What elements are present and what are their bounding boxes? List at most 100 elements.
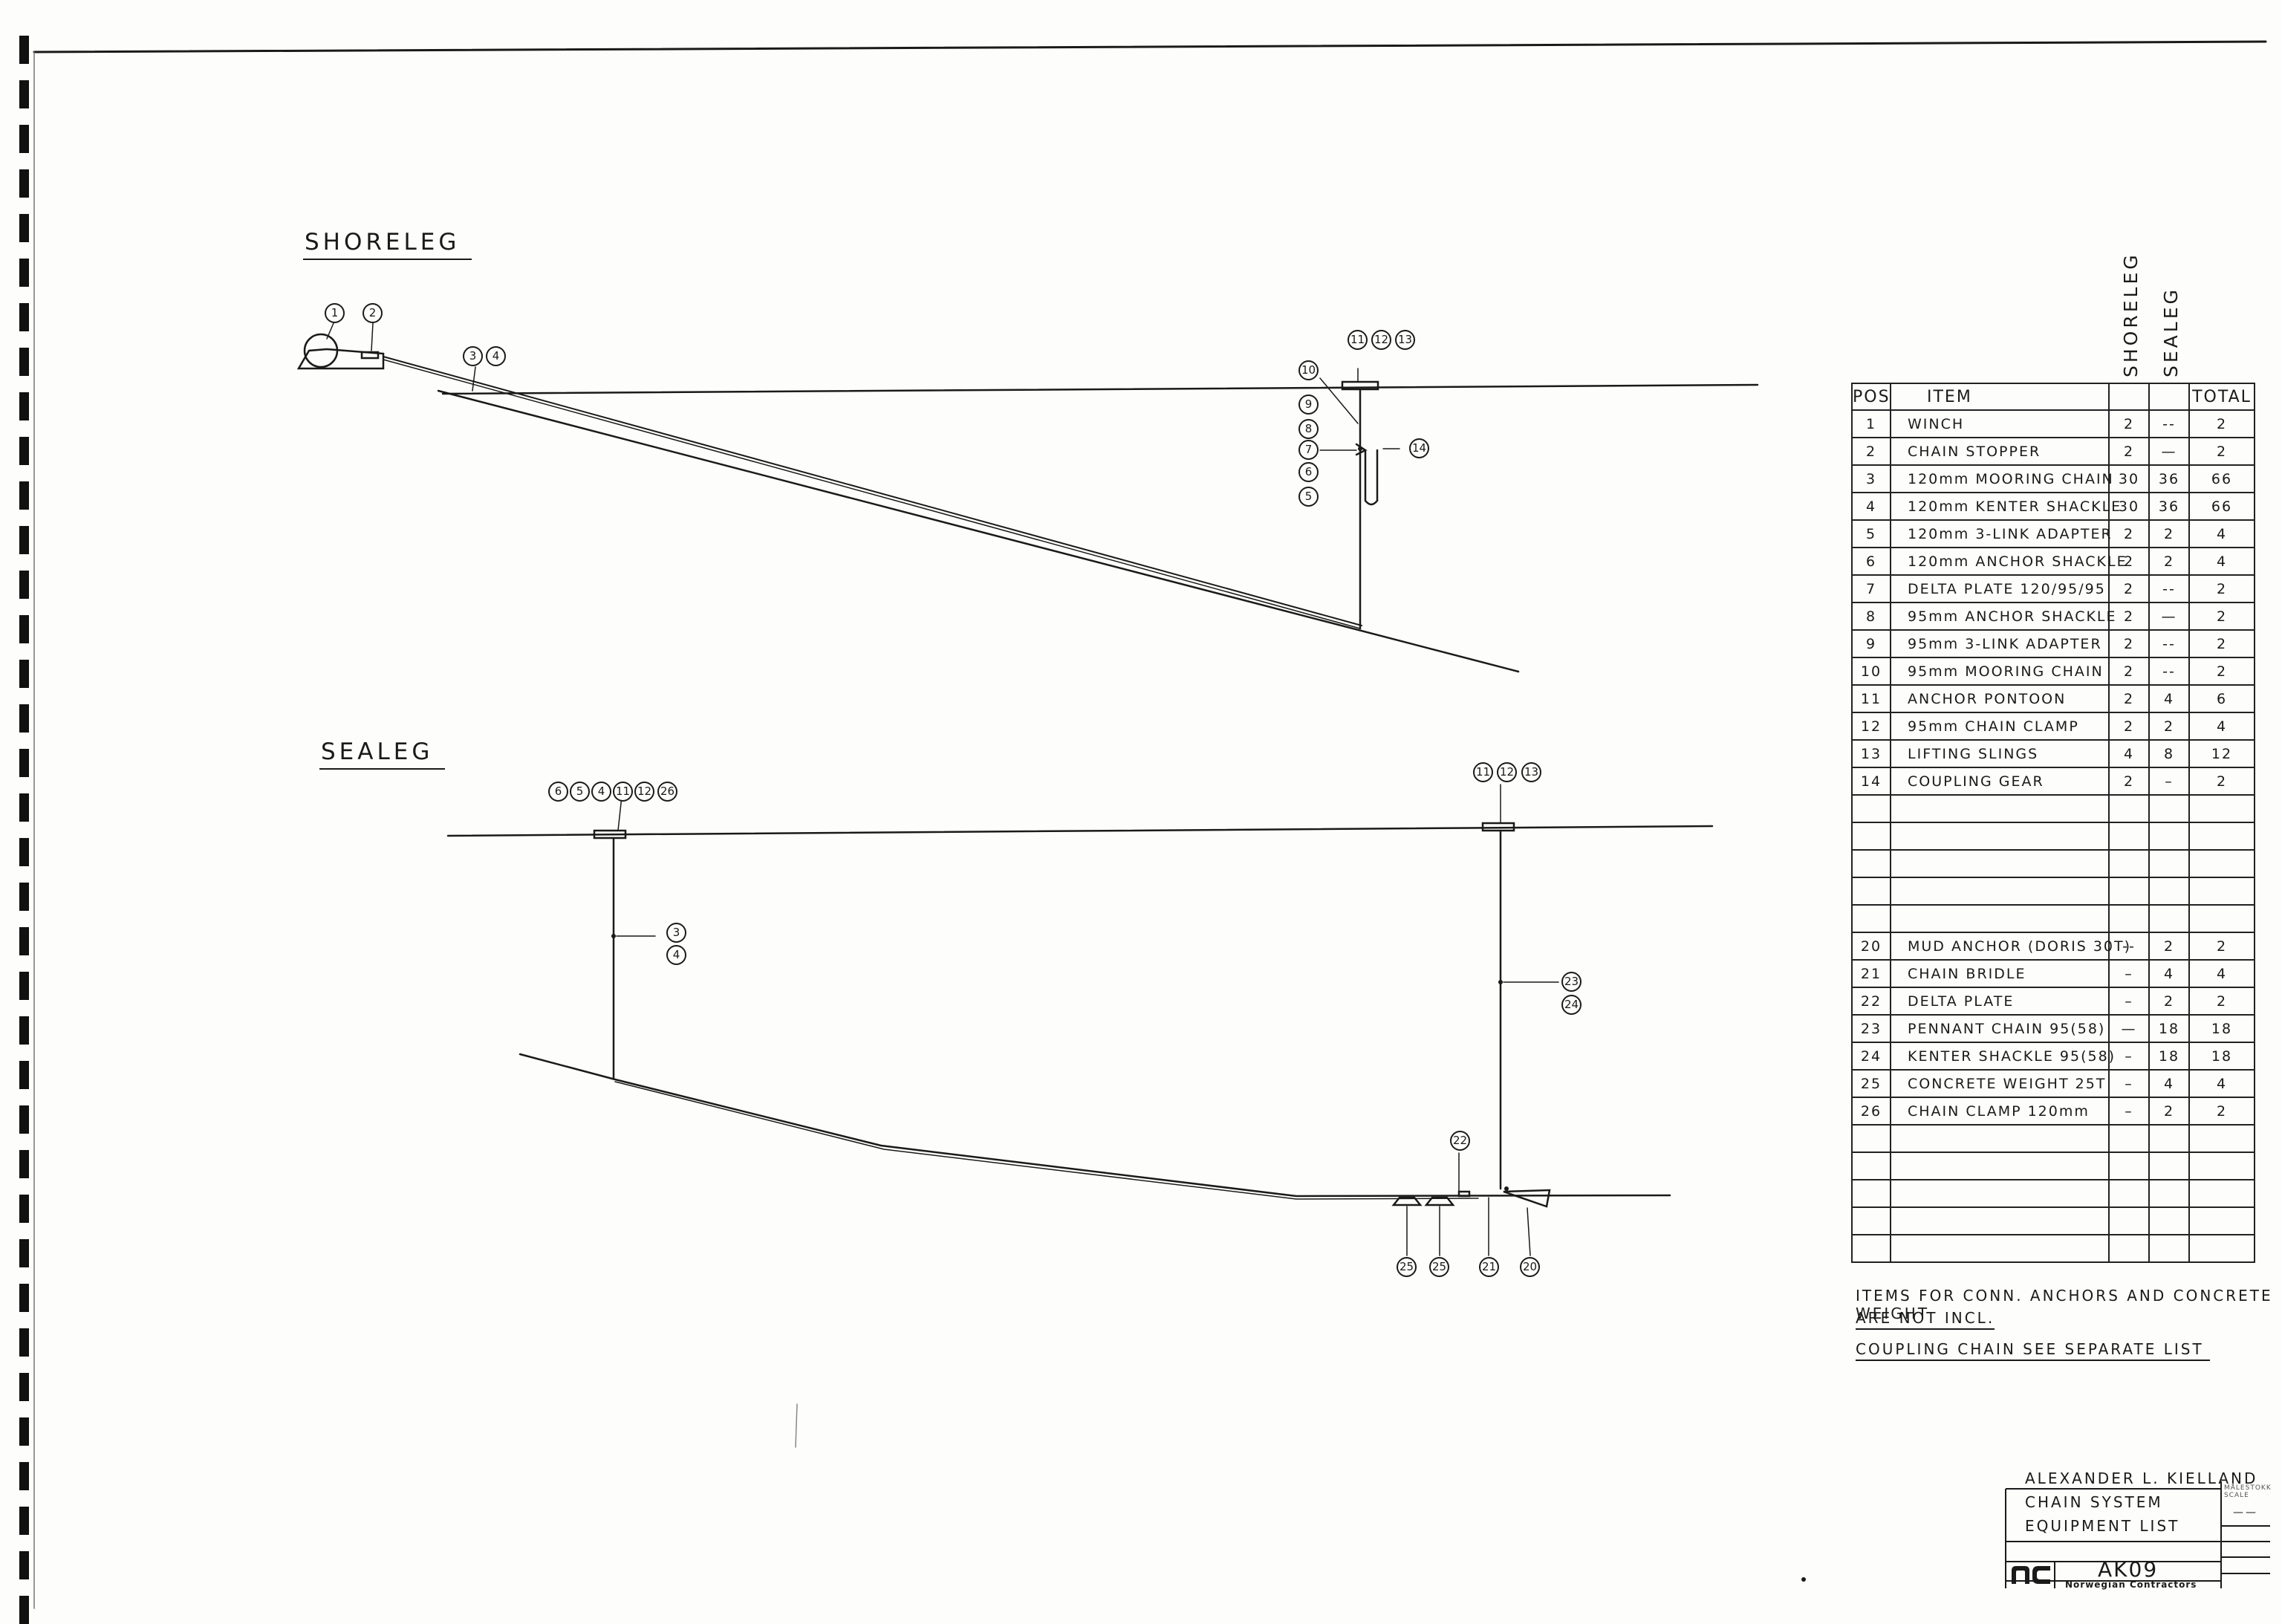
sea-concrete-weight-1 — [1391, 1196, 1423, 1206]
callout-bubble: 10 — [1298, 360, 1319, 380]
callout-bubble: 2 — [363, 303, 383, 323]
callout-bubble: 20 — [1520, 1257, 1540, 1277]
cell-total: 66 — [2188, 464, 2255, 493]
binding-hole — [19, 169, 29, 198]
column-header-sealeg: SEALEG — [2160, 287, 2182, 377]
callout-bubble: 5 — [1298, 487, 1319, 507]
cell-sealeg: 2 — [2148, 987, 2190, 1016]
binding-hole — [19, 481, 29, 510]
cell-pos: 1 — [1851, 409, 1891, 438]
cell-sealeg: -- — [2148, 657, 2190, 686]
cell-pos: 10 — [1851, 657, 1891, 686]
cell-total — [2188, 1206, 2255, 1235]
binding-hole — [19, 704, 29, 733]
cell-sealeg — [2148, 849, 2190, 878]
cell-sealeg: 8 — [2148, 739, 2190, 768]
cell-shoreleg: 2 — [2108, 629, 2150, 658]
note-exclusions: ITEMS FOR CONN. ANCHORS AND CONCRETE WEI… — [1856, 1287, 2273, 1322]
cell-pos: 12 — [1851, 712, 1891, 741]
cell-total: 2 — [2188, 602, 2255, 631]
binding-hole — [19, 526, 29, 554]
cell-sealeg: -- — [2148, 629, 2190, 658]
cell-sealeg: — — [2148, 602, 2190, 631]
cell-total: 2 — [2188, 987, 2255, 1016]
cell-item: 95mm ANCHOR SHACKLE — [1890, 602, 2116, 631]
cell-sealeg — [2148, 877, 2190, 906]
binding-hole — [19, 660, 29, 688]
binding-hole — [19, 749, 29, 777]
cell-total: 4 — [2188, 547, 2255, 576]
binding-hole — [19, 883, 29, 911]
cell-item: MUD ANCHOR (DORIS 30T) — [1890, 932, 2130, 961]
cell-shoreleg: 2 — [2108, 547, 2150, 576]
cell-total: 2 — [2188, 409, 2255, 438]
cell-item: LIFTING SLINGS — [1890, 739, 2110, 768]
cell-pos: 2 — [1851, 437, 1891, 466]
cell-sealeg: 2 — [2148, 547, 2190, 576]
drawing-title-line2: EQUIPMENT LIST — [2025, 1517, 2180, 1535]
table-row — [1851, 877, 2255, 906]
header-total: TOTAL — [2188, 383, 2255, 411]
cell-total: 6 — [2188, 684, 2255, 713]
cell-total: 4 — [2188, 712, 2255, 741]
callout-bubble: 22 — [1450, 1131, 1470, 1151]
callout-bubble: 6 — [1298, 462, 1319, 482]
cell-shoreleg — [2108, 1124, 2150, 1153]
callout-bubble: 12 — [1371, 330, 1391, 350]
cell-shoreleg: – — [2108, 1042, 2150, 1071]
callout-bubble: 6 — [548, 782, 568, 802]
binding-hole — [19, 303, 29, 331]
cell-sealeg: 4 — [2148, 959, 2190, 988]
cell-shoreleg: 4 — [2108, 739, 2150, 768]
cell-sealeg — [2148, 822, 2190, 851]
binding-hole — [19, 80, 29, 108]
cell-sealeg: -- — [2148, 574, 2190, 603]
cell-item: 95mm MOORING CHAIN — [1890, 657, 2110, 686]
table-row — [1851, 1206, 2255, 1235]
callout-bubble: 23 — [1561, 972, 1582, 992]
shoreleg-title: SHORELEG — [303, 229, 472, 260]
table-row — [1851, 904, 2255, 933]
cell-pos — [1851, 904, 1891, 933]
shore-mooring-chain — [383, 356, 1362, 626]
callout-bubble: 4 — [591, 782, 611, 802]
table-row — [1851, 849, 2255, 878]
cell-pos: 26 — [1851, 1097, 1891, 1126]
table-header-row: POS ITEM TOTAL — [1851, 383, 2255, 411]
drawing-title-line1: CHAIN SYSTEM — [2025, 1493, 2163, 1511]
cell-shoreleg: 2 — [2108, 519, 2150, 548]
cell-total: 12 — [2188, 739, 2255, 768]
cell-pos: 4 — [1851, 492, 1891, 521]
cell-pos — [1851, 1234, 1891, 1263]
binding-hole — [19, 1596, 29, 1624]
shore-winch-base — [296, 348, 385, 370]
sea-mooring-chain — [614, 1081, 1479, 1200]
header-sealeg — [2148, 383, 2190, 411]
cell-total: 2 — [2188, 767, 2255, 796]
binding-hole — [19, 36, 29, 64]
cell-sealeg: 36 — [2148, 464, 2190, 493]
cell-item — [1890, 849, 2110, 878]
cell-item: 120mm MOORING CHAIN — [1890, 464, 2113, 493]
callout-bubble: 25 — [1397, 1257, 1417, 1277]
binding-hole — [19, 927, 29, 955]
binding-hole — [19, 1195, 29, 1223]
callout-bubble: 5 — [570, 782, 590, 802]
callout-bubble: 26 — [657, 782, 677, 802]
note-coupling-chain: COUPLING CHAIN SEE SEPARATE LIST — [1856, 1340, 2210, 1361]
cell-pos: 25 — [1851, 1069, 1891, 1098]
table-row — [1851, 1124, 2255, 1153]
callout-bubble: 12 — [634, 782, 654, 802]
cell-item — [1890, 794, 2110, 823]
callout-bubble: 3 — [463, 346, 483, 366]
cell-pos: 7 — [1851, 574, 1891, 603]
